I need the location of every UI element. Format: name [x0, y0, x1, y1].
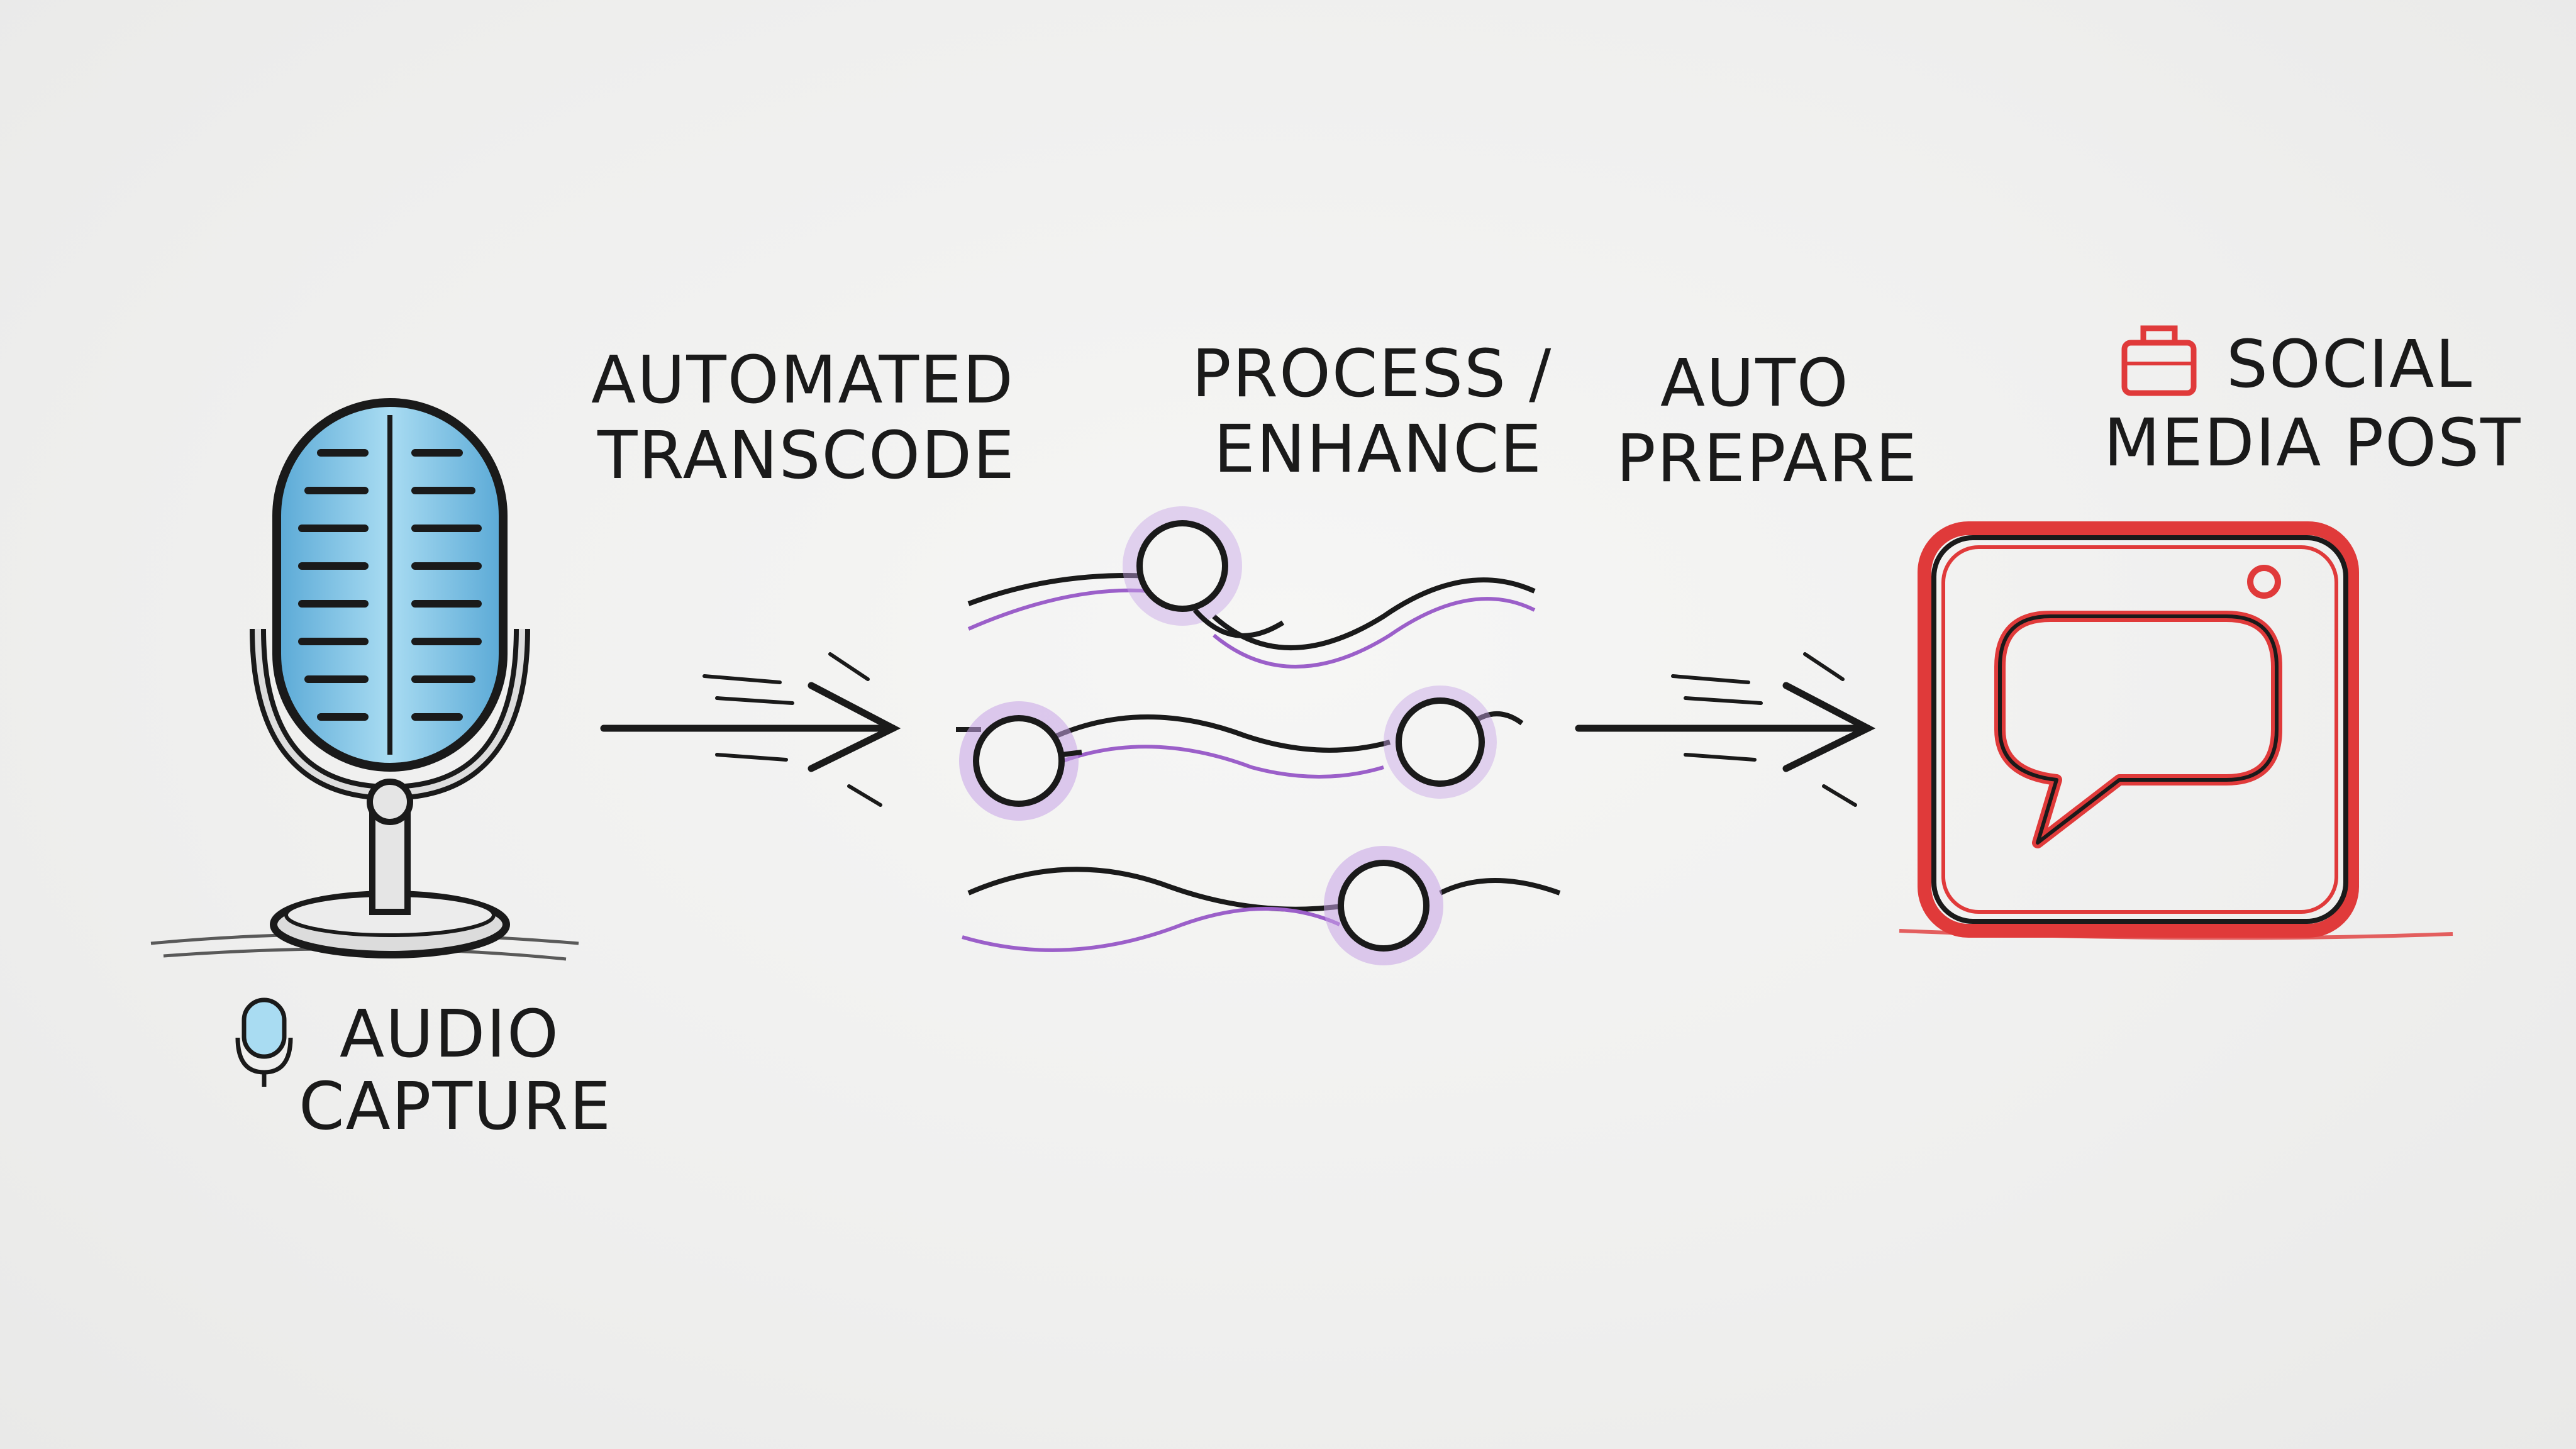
- label-process-enhance-line2: ENHANCE: [1214, 411, 1543, 487]
- label-automated-transcode-line1: AUTOMATED: [591, 341, 1014, 418]
- label-process-enhance: PROCESS / ENHANCE: [1192, 335, 1574, 487]
- label-auto-prepare: AUTO PREPARE: [1616, 345, 1918, 497]
- label-social-media-post: SOCIAL MEDIA POST: [2104, 326, 2522, 481]
- label-social-media-post-line2: MEDIA POST: [2104, 404, 2522, 481]
- arrow-prepare-icon: [1575, 652, 1876, 807]
- label-automated-transcode-line2: TRANSCODE: [597, 417, 1016, 494]
- label-audio-capture-line2: CAPTURE: [299, 1068, 612, 1145]
- microphone-icon: [150, 398, 579, 961]
- arrow-transcode-icon: [600, 652, 901, 807]
- label-social-media-post-line1: SOCIAL: [2226, 326, 2473, 402]
- label-process-enhance-line1: PROCESS /: [1192, 335, 1552, 412]
- label-automated-transcode: AUTOMATED TRANSCODE: [591, 341, 1036, 494]
- label-auto-prepare-line1: AUTO: [1660, 345, 1850, 421]
- label-auto-prepare-line2: PREPARE: [1616, 420, 1918, 497]
- label-audio-capture: AUDIO CAPTURE: [299, 996, 612, 1145]
- small-microphone-icon: [235, 997, 293, 1087]
- social-chat-icon: [1899, 521, 2453, 940]
- nodes-waves-icon: [956, 506, 1561, 965]
- label-audio-capture-line1: AUDIO: [340, 996, 560, 1072]
- briefcase-icon: [2121, 325, 2197, 396]
